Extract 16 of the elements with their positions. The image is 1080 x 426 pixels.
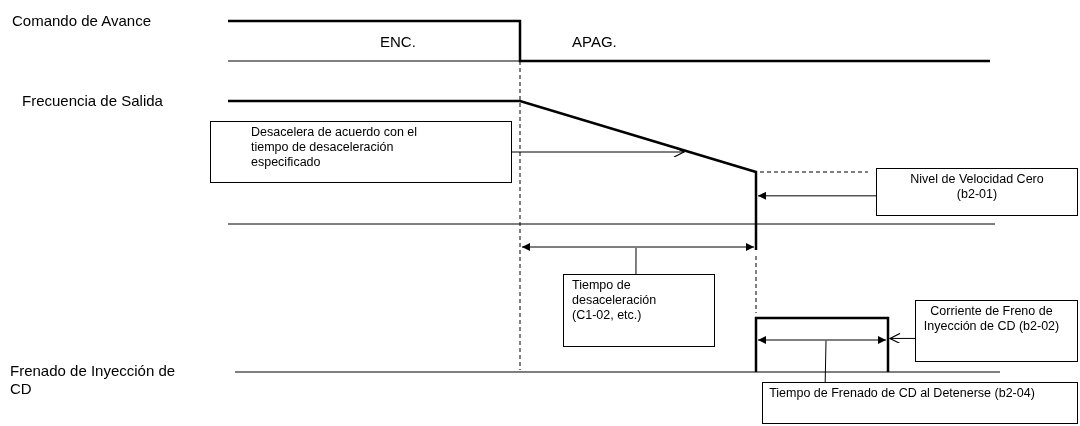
- arrow: [511, 146, 685, 158]
- signal-name: Frecuencia de Salida: [22, 92, 163, 110]
- arrow: [889, 332, 916, 345]
- state-label: ENC.: [380, 33, 416, 51]
- arrow: [757, 191, 877, 200]
- state-label: APAG.: [572, 33, 617, 51]
- signal-name: Comando de Avance: [12, 12, 151, 30]
- braking-pulse: [754, 316, 890, 372]
- callout-box: Tiempo de desaceleración (C1-02, etc.): [563, 274, 715, 347]
- callout-box: Tiempo de Frenado de CD al Detenerse (b2-04): [762, 382, 1078, 424]
- callout-box: Corriente de Freno de Inyección de CD (b2-02): [915, 300, 1078, 362]
- callout-box: Nivel de Velocidad Cero (b2-01): [876, 168, 1078, 216]
- leader-line: [635, 247, 637, 275]
- leader-line: [824, 340, 827, 383]
- callout-box: Desacelera de acuerdo con el tiempo de desaceleración especificado: [210, 121, 512, 183]
- signal-name: Frenado de Inyección de CD: [10, 362, 177, 398]
